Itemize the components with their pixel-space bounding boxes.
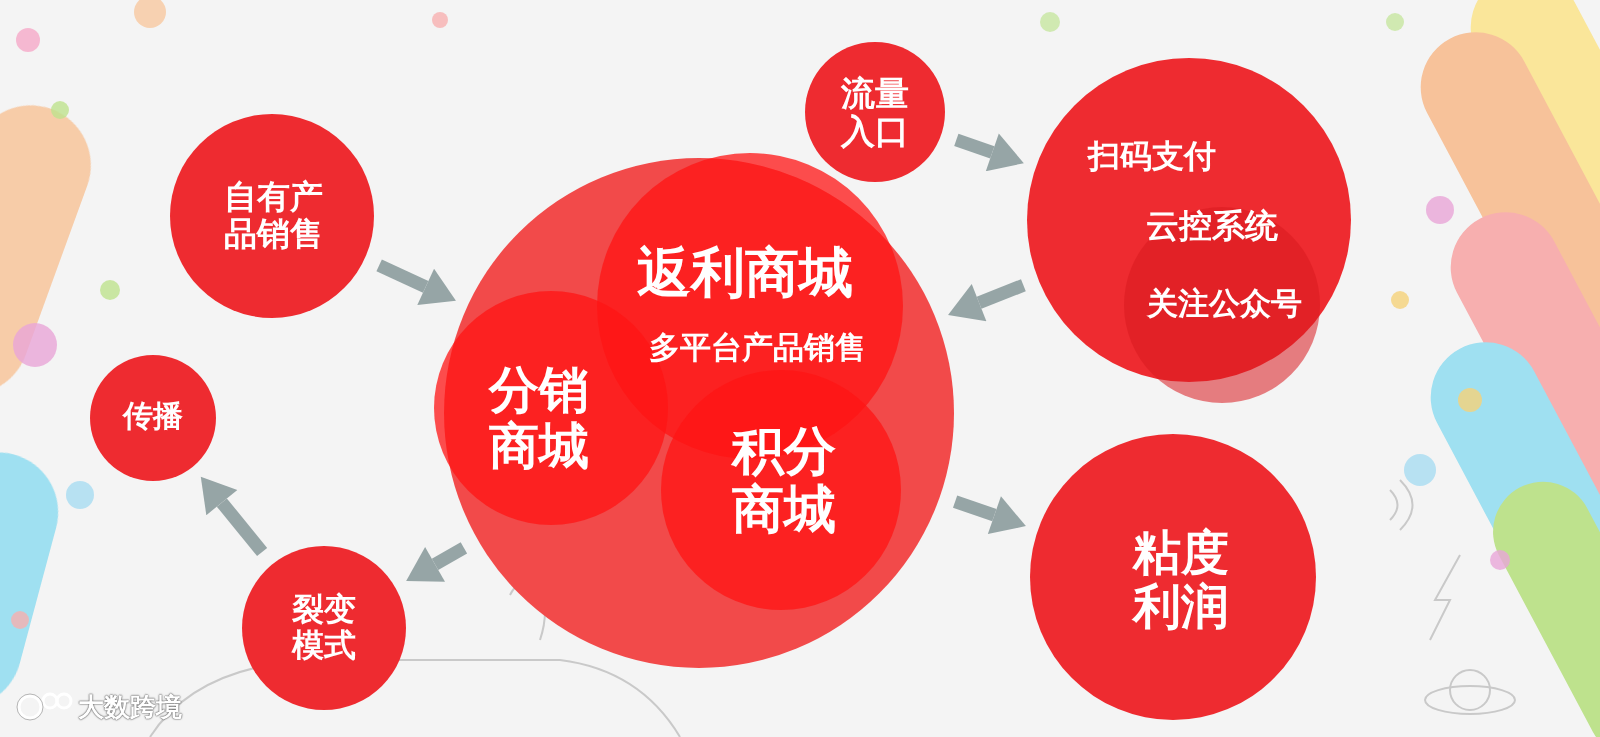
flow-arrow	[956, 140, 992, 152]
node-text: 积分商城	[727, 422, 841, 538]
circle-fill	[170, 114, 374, 318]
source-circle: 流量入口	[805, 42, 945, 182]
result-circle: 传播	[90, 355, 216, 481]
node-text: 传播	[117, 399, 189, 433]
node-text: 粘度利润	[1128, 526, 1234, 634]
circle-fill	[434, 291, 668, 525]
circle-fill	[661, 370, 901, 610]
circle-fill	[242, 546, 406, 710]
circle-fill	[1124, 207, 1320, 403]
flow-arrow	[955, 502, 994, 516]
circle-fill	[90, 355, 216, 481]
node-text: 裂变模式	[289, 592, 359, 664]
node-text: 多平台产品销售	[633, 330, 881, 365]
flow-arrow	[222, 503, 262, 552]
flow-arrow	[379, 265, 426, 286]
mall-circle: 分销商城	[434, 291, 668, 525]
node-text: 自有产品销售	[220, 179, 329, 253]
watermark-logo	[19, 694, 71, 718]
node-text: 分销商城	[484, 362, 594, 474]
flow-arrow	[979, 285, 1023, 302]
result-circle: 裂变模式	[242, 546, 406, 710]
result-circle: 粘度利润	[1030, 434, 1316, 720]
watermark: 大数跨境	[78, 690, 182, 725]
mall-circle: 积分商城	[661, 370, 901, 610]
node-text: 云控系统	[1113, 208, 1311, 245]
node-text: 关注公众号	[1130, 286, 1318, 321]
node-text: 流量入口	[838, 74, 913, 150]
node-text: 返利商城	[610, 243, 880, 303]
channel-circle: 扫码支付云控系统关注公众号	[1027, 58, 1351, 382]
circle-fill	[805, 42, 945, 182]
flow-arrow	[435, 548, 464, 565]
node-text: 扫码支付	[1056, 139, 1248, 175]
hub-circle: 返利商城多平台产品销售分销商城积分商城	[444, 158, 954, 668]
circle-fill	[1030, 434, 1316, 720]
source-circle: 自有产品销售	[170, 114, 374, 318]
